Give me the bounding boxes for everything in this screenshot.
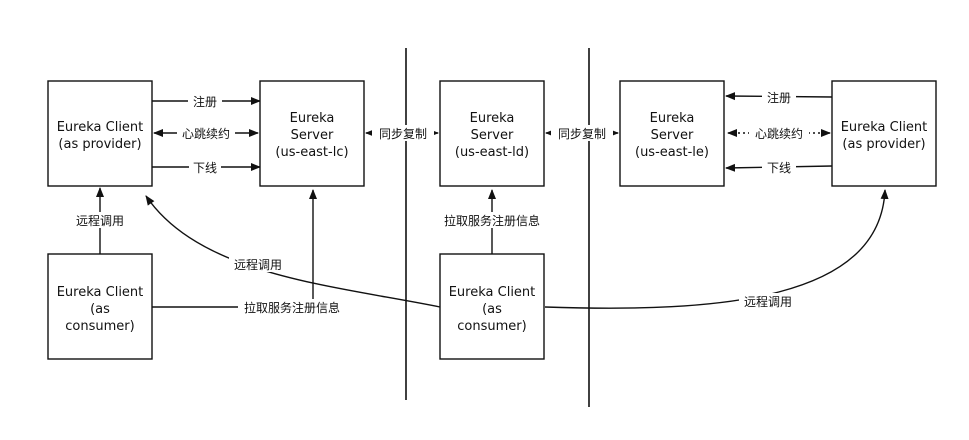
- eureka-server-le: Eureka Server (us-east-le): [619, 80, 725, 187]
- box-line: Server: [471, 128, 514, 143]
- register-label-right: 注册: [767, 90, 791, 105]
- box-line: Server: [651, 128, 694, 143]
- heartbeat-label-left: 心跳续约: [182, 126, 230, 141]
- box-line: Eureka Client: [449, 285, 536, 300]
- remote-call-label-right: 远程调用: [744, 294, 792, 309]
- remote-call-arrow-right: [544, 189, 889, 309]
- fetch-registry-label-mid: 拉取服务注册信息: [444, 213, 540, 228]
- box-line: (as provider): [58, 137, 141, 152]
- box-line: Eureka: [470, 111, 515, 126]
- box-line: (as: [482, 302, 502, 317]
- eureka-server-lc: Eureka Server (us-east-lc): [259, 80, 365, 187]
- eureka-client-provider-left: Eureka Client (as provider): [47, 80, 153, 187]
- fetch-registry-label-left: 拉取服务注册信息: [244, 300, 340, 315]
- box-line: (us-east-lc): [275, 145, 348, 160]
- box-line: Eureka Client: [57, 285, 144, 300]
- box-line: consumer): [65, 319, 134, 334]
- offline-label-left: 下线: [193, 161, 217, 175]
- fetch-registry-arrow-left: [152, 189, 317, 308]
- box-line: (as provider): [842, 137, 925, 152]
- eureka-client-provider-right: Eureka Client (as provider): [831, 80, 937, 187]
- heartbeat-label-right: 心跳续约: [755, 126, 803, 141]
- box-line: (us-east-le): [635, 145, 709, 160]
- box-line: Server: [291, 128, 334, 143]
- box-line: Eureka: [290, 111, 335, 126]
- remote-call-label-cross: 远程调用: [234, 257, 282, 272]
- eureka-server-ld: Eureka Server (us-east-ld): [439, 80, 545, 187]
- remote-call-arrow-cross: [145, 195, 441, 308]
- offline-label-right: 下线: [767, 161, 791, 175]
- remote-call-label-left: 远程调用: [76, 213, 124, 228]
- box-line: (as: [90, 302, 110, 317]
- sync-label-2: 同步复制: [558, 127, 606, 141]
- eureka-client-consumer-mid: Eureka Client (as consumer): [439, 253, 545, 360]
- register-label-left: 注册: [193, 94, 217, 109]
- box-line: consumer): [457, 319, 526, 334]
- box-line: (us-east-ld): [455, 145, 529, 160]
- box-line: Eureka Client: [57, 120, 144, 135]
- box-line: Eureka Client: [841, 120, 928, 135]
- box-line: Eureka: [650, 111, 695, 126]
- eureka-client-consumer-left: Eureka Client (as consumer): [47, 253, 153, 360]
- sync-label-1: 同步复制: [379, 127, 427, 141]
